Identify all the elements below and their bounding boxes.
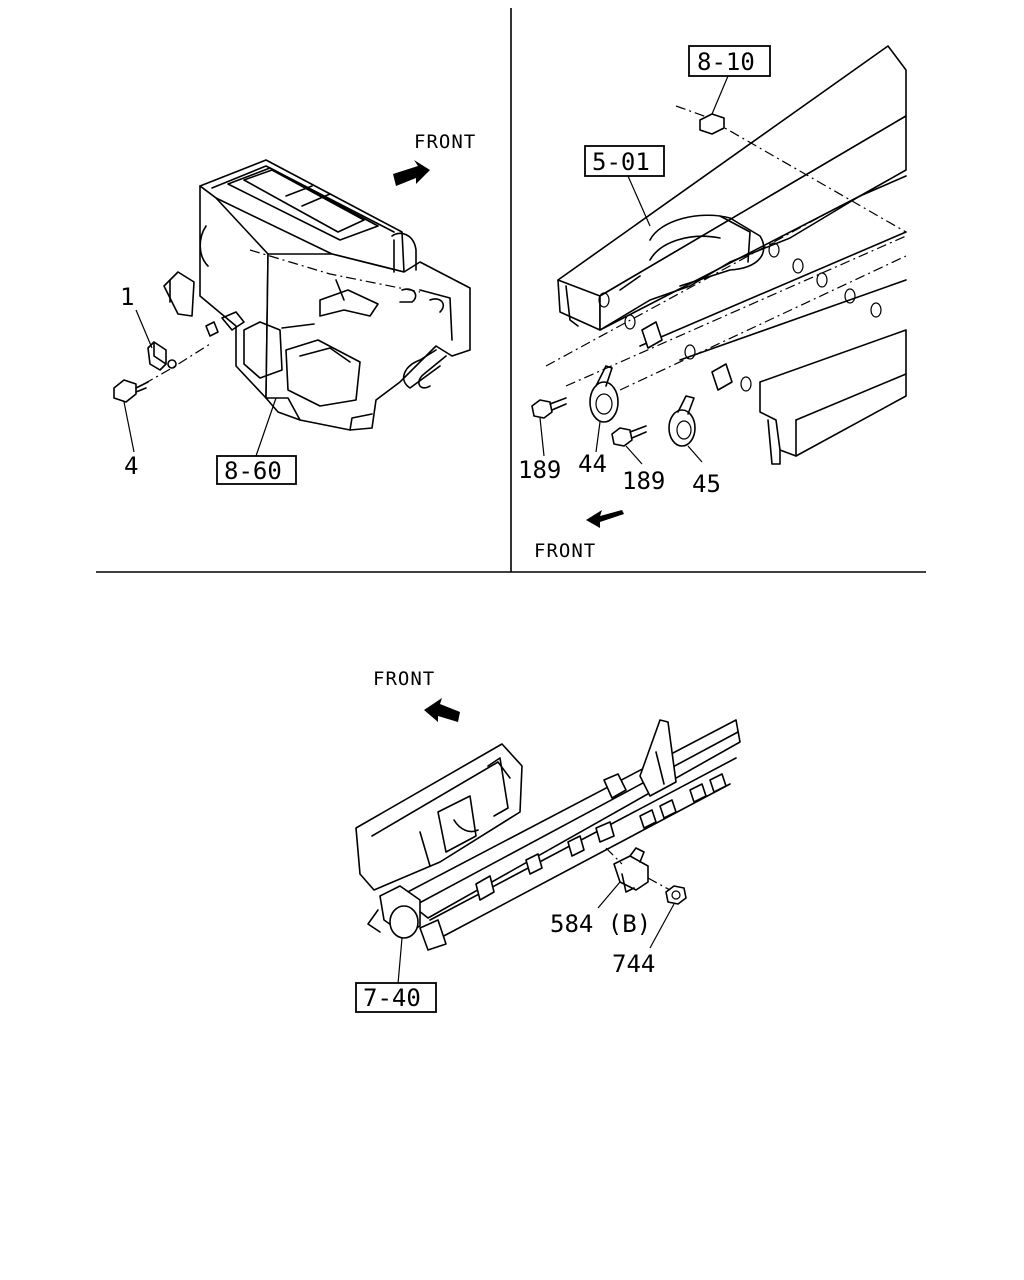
nut-744 xyxy=(665,885,687,905)
ref-box-8-60: 8-60 xyxy=(216,455,297,485)
ref-label-8-10: 8-10 xyxy=(697,48,755,76)
part-label-584b: 584 (B) xyxy=(550,910,651,938)
horn-panel: FRONT 8-10 5-01 189 44 189 45 xyxy=(518,45,907,562)
connector-8-10 xyxy=(699,75,729,135)
bolt-189-left xyxy=(531,397,567,419)
cross-member-panel: FRONT xyxy=(355,668,741,1013)
ref-box-7-40: 7-40 xyxy=(355,982,437,1013)
part-label-744: 744 xyxy=(612,950,655,978)
part-label-189-left: 189 xyxy=(518,456,561,484)
part-label-4: 4 xyxy=(124,452,138,480)
heater-unit-panel: FRONT xyxy=(113,131,476,485)
part-label-44: 44 xyxy=(578,450,607,478)
part-label-189-right: 189 xyxy=(622,467,665,495)
cross-member-illustration xyxy=(355,719,741,951)
clip-part-1 xyxy=(147,341,177,371)
sensor-584 xyxy=(613,847,649,893)
frame-rail-illustration xyxy=(545,45,907,465)
bolt-189-right xyxy=(611,425,647,447)
front-label-top-right: FRONT xyxy=(534,540,596,562)
frame-holes xyxy=(598,242,882,392)
ref-label-7-40: 7-40 xyxy=(363,984,421,1012)
heater-unit-illustration xyxy=(163,159,471,431)
front-arrow-icon-right xyxy=(586,510,624,528)
ref-box-5-01: 5-01 xyxy=(584,145,665,177)
part-label-45: 45 xyxy=(692,470,721,498)
bolt-part-4 xyxy=(113,379,149,403)
ref-label-5-01: 5-01 xyxy=(592,148,650,176)
front-arrow-icon xyxy=(393,160,430,186)
front-label-bottom: FRONT xyxy=(373,668,435,690)
horn-44 xyxy=(589,365,619,423)
front-label-top-left: FRONT xyxy=(414,131,476,153)
part-label-1: 1 xyxy=(120,283,134,311)
ref-label-8-60: 8-60 xyxy=(224,457,282,485)
ref-box-8-10: 8-10 xyxy=(688,45,771,77)
horn-45 xyxy=(668,395,696,447)
front-arrow-icon-bottom xyxy=(424,698,460,722)
